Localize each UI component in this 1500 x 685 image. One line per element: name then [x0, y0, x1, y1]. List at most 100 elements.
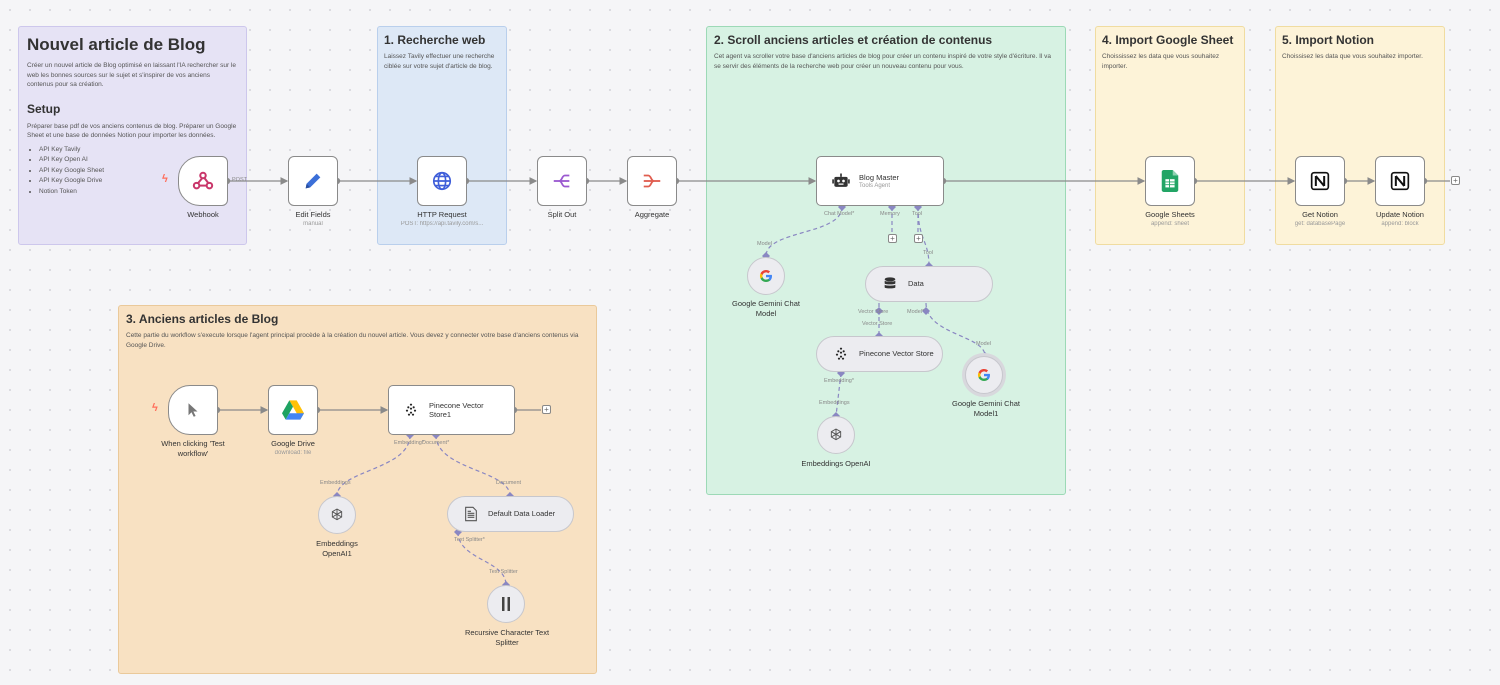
add-tool-button[interactable]: + — [914, 234, 923, 243]
node-aggregate[interactable] — [627, 156, 677, 206]
sheet-description: Choississez les data que vous souhaitez … — [1102, 53, 1220, 70]
port-model-gemini1: Model — [976, 341, 991, 347]
node-edit-fields[interactable] — [288, 156, 338, 206]
sheet-title: 4. Import Google Sheet — [1102, 33, 1234, 47]
label-edit-fields: Edit Fields — [295, 210, 331, 219]
notion-description: Choissisez les data que vous souhaitez i… — [1282, 53, 1423, 60]
setup-item: API Key Tavily — [39, 145, 238, 156]
sub-google-drive: download: file — [274, 450, 312, 456]
openai-icon — [830, 428, 842, 441]
aggregate-icon — [643, 174, 661, 188]
label-embeddings1: Embeddings OpenAI1 — [316, 539, 358, 558]
node-webhook[interactable] — [178, 156, 228, 206]
setup-description: Préparer base pdf de vos anciens contenu… — [27, 122, 237, 140]
label-gemini1: Google Gemini Chat Model1 — [952, 399, 1020, 418]
label-webhook: Webhook — [187, 210, 219, 219]
label-text-splitter: Recursive Character Text Splitter — [464, 628, 550, 647]
drive-icon — [282, 400, 304, 420]
setup-item: API Key Google Sheet — [39, 166, 238, 177]
webhook-icon — [192, 171, 214, 190]
node-embeddings1[interactable] — [318, 496, 356, 534]
node-manual-trigger[interactable] — [168, 385, 218, 435]
node-blog-master[interactable]: Blog Master Tools Agent — [816, 156, 944, 206]
node-data[interactable]: Data — [865, 266, 993, 302]
label-google-drive: Google Drive — [271, 439, 315, 448]
sticky-intro[interactable]: Nouvel article de Blog Créer un nouvel a… — [18, 26, 247, 245]
label-data: Data — [908, 279, 924, 289]
setup-title: Setup — [27, 101, 61, 116]
notion-icon — [1310, 171, 1330, 191]
node-split-out[interactable] — [537, 156, 587, 206]
sticky-google-sheet[interactable]: 4. Import Google Sheet Choississez les d… — [1095, 26, 1245, 245]
add-node-pinecone1-button[interactable]: + — [542, 405, 551, 414]
sticky-web-search[interactable]: 1. Recherche web Laissez Tavily effectue… — [377, 26, 507, 245]
port-memory: Memory — [880, 211, 900, 217]
notion-icon — [1390, 171, 1410, 191]
trigger-bolt-icon: ϟ — [152, 402, 158, 414]
port-embedding-req-1: Embedding* — [394, 440, 424, 446]
setup-item: API Key Open AI — [39, 155, 238, 166]
port-text-splitter-req: Text Splitter* — [454, 537, 485, 543]
node-pinecone[interactable]: Pinecone Vector Store — [816, 336, 943, 372]
globe-icon — [432, 171, 452, 191]
sub-get-notion: get: databasePage — [1294, 221, 1346, 227]
sheets-icon — [1161, 170, 1179, 192]
sticky-notion[interactable]: 5. Import Notion Choissisez les data que… — [1275, 26, 1445, 245]
trigger-bolt-icon: ϟ — [162, 173, 168, 185]
sub-blog-master: Tools Agent — [859, 182, 891, 189]
label-gemini: Google Gemini Chat Model — [732, 299, 800, 318]
port-text-splitter: Text Splitter — [489, 569, 518, 575]
port-embedding-req: Embedding* — [824, 378, 854, 384]
node-google-drive[interactable] — [268, 385, 318, 435]
node-google-sheets[interactable] — [1145, 156, 1195, 206]
label-split-out: Split Out — [547, 210, 577, 219]
port-tool: Tool — [912, 211, 923, 217]
port-vector-store-in: Vector Store — [862, 321, 893, 327]
pinecone-icon — [405, 403, 417, 416]
scroll-description: Cet agent va scroller votre base d'ancie… — [714, 53, 1052, 70]
label-manual-trigger: When clicking 'Test workflow' — [161, 439, 225, 458]
node-embeddings[interactable] — [817, 416, 855, 454]
port-chat-model: Chat Model* — [824, 211, 855, 217]
sub-edit-fields: manual — [303, 221, 323, 227]
node-get-notion[interactable] — [1295, 156, 1345, 206]
sub-http-request: POST: https://api.tavily.com/s... — [400, 221, 484, 227]
intro-title: Nouvel article de Blog — [27, 35, 206, 54]
label-aggregate: Aggregate — [634, 210, 670, 219]
web-description: Laissez Tavily effectuer une recherche c… — [384, 53, 495, 70]
add-memory-button[interactable]: + — [888, 234, 897, 243]
port-document-req: Document* — [422, 440, 450, 446]
setup-item: API Key Google Drive — [39, 176, 238, 187]
label-blog-master: Blog Master — [859, 173, 900, 183]
notion-title: 5. Import Notion — [1282, 33, 1374, 47]
node-gemini[interactable] — [747, 257, 785, 295]
label-default-data-loader: Default Data Loader — [488, 509, 556, 519]
node-http-request[interactable] — [417, 156, 467, 206]
label-google-sheets: Google Sheets — [1145, 210, 1195, 219]
setup-item: Notion Token — [39, 187, 238, 198]
scroll-title: 2. Scroll anciens articles et création d… — [714, 33, 993, 47]
sticky-old-articles[interactable]: 3. Anciens articles de Blog Cette partie… — [118, 305, 597, 674]
node-text-splitter[interactable] — [487, 585, 525, 623]
port-model-gemini: Model — [757, 241, 772, 247]
sub-google-sheets: append: sheet — [1150, 221, 1190, 227]
edge-label-post: POST — [232, 177, 247, 183]
node-gemini1[interactable] — [965, 356, 1003, 394]
old-description: Cette partie du workflow s'execute lorsq… — [126, 332, 579, 349]
sub-update-notion: append: block — [1381, 221, 1419, 227]
intro-description: Créer un nouvel article de Blog optimisé… — [27, 62, 236, 88]
label-update-notion: Update Notion — [1376, 210, 1424, 219]
port-vector-store: Vector Store — [858, 309, 889, 315]
robot-icon — [832, 173, 850, 187]
port-tool-data: Tool — [923, 250, 934, 256]
pinecone-icon — [835, 347, 847, 360]
add-node-end-button[interactable]: + — [1451, 176, 1460, 185]
label-http-request: HTTP Request — [417, 210, 467, 219]
pencil-icon — [305, 173, 321, 189]
label-get-notion: Get Notion — [1302, 210, 1338, 219]
web-title: 1. Recherche web — [384, 33, 486, 47]
node-pinecone1[interactable]: Pinecone Vector Store1 — [388, 385, 515, 435]
node-default-data-loader[interactable]: Default Data Loader — [447, 496, 574, 532]
google-icon — [977, 369, 990, 381]
node-update-notion[interactable] — [1375, 156, 1425, 206]
